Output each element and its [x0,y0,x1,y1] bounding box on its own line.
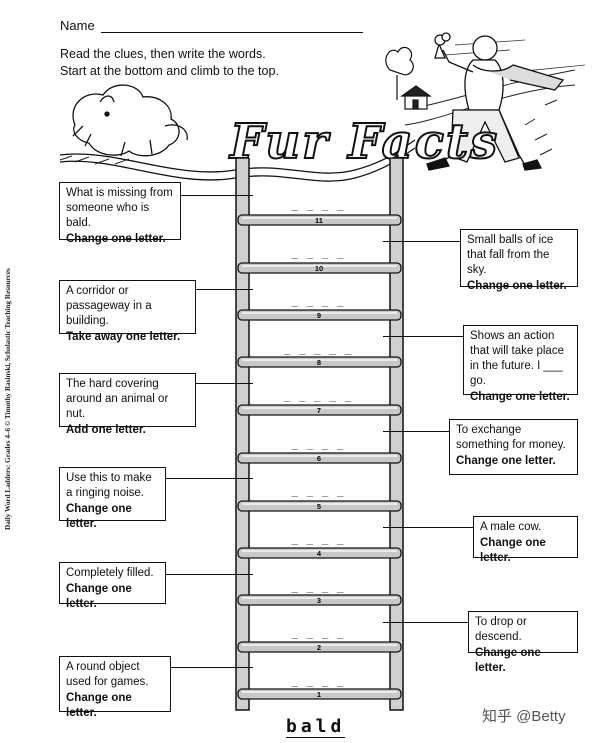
banner-illustration: Fur Facts [59,32,586,182]
leader-line [383,431,449,432]
rung-number-2: 2 [317,643,321,652]
clue-instruction: Change one letter. [66,692,132,719]
clue-instruction: Change one letter. [456,455,556,467]
clue-instruction: Change one letter. [470,391,570,403]
instruction-line-1: Read the clues, then write the words. [60,47,266,61]
clue-instruction: Change one letter. [66,233,166,245]
clue-instruction: Add one letter. [66,424,146,436]
clue-instruction: Change one letter. [467,280,567,292]
rung-number-1: 1 [317,690,321,699]
man-with-ice-cream-icon [426,32,565,171]
tree-icon [385,46,414,100]
leader-line [166,574,253,575]
clue-text: What is missing from someone who is bald… [66,187,173,229]
start-word: bald [286,716,346,738]
banner-title: Fur Facts [228,114,499,170]
answer-blank-1[interactable]: _ _ _ _ [291,674,345,687]
clue-box-3: Completely filled. Change one letter. [59,562,166,610]
answer-blank-5[interactable]: _ _ _ _ [291,484,345,497]
clue-text: A corridor or passageway in a building. [66,285,152,327]
clue-instruction: Take away one letter. [66,331,181,343]
rung-number-7: 7 [317,406,321,415]
leader-line [383,527,473,528]
rung-number-4: 4 [317,549,322,558]
answer-blank-9[interactable]: _ _ _ _ [291,294,345,307]
ribbon-icon [59,139,416,174]
answer-blank-3[interactable]: _ _ _ _ [291,580,345,593]
name-label: Name [60,18,95,33]
answer-blank-2[interactable]: _ _ _ _ [291,626,345,639]
clue-text: To drop or descend. [475,616,527,643]
clue-text: A round object used for games. [66,661,149,688]
answer-blank-8[interactable]: _ _ _ _ _ [283,342,353,355]
watermark: 知乎 @Betty [482,708,566,725]
rung-number-8: 8 [317,358,321,367]
answer-blank-11[interactable]: _ _ _ _ [291,198,345,211]
clue-text: Use this to make a ringing noise. [66,472,152,499]
copyright-credit: Daily Word Ladders: Grades 4–6 © Timothy… [4,268,12,530]
rung-number-5: 5 [317,502,321,511]
word-ladder: 1 2 3 4 5 6 7 8 9 10 11 [235,158,404,711]
answer-blank-7[interactable]: _ _ _ _ _ [283,389,353,402]
instructions: Read the clues, then write the words. St… [60,46,279,80]
clue-box-1: A round object used for games. Change on… [59,656,171,719]
rung-number-9: 9 [317,311,321,320]
rung-number-10: 10 [315,264,323,273]
leader-line [196,383,253,384]
clue-instruction: Change one letter. [66,583,132,610]
answer-blank-10[interactable]: _ _ _ _ [291,246,345,259]
clue-instruction: Change one letter. [66,503,132,530]
clue-instruction: Change one letter. [475,647,541,674]
rung-number-6: 6 [317,454,321,463]
clue-box-11: What is missing from someone who is bald… [59,182,181,245]
name-field[interactable]: Name [60,18,363,33]
clue-box-9: A corridor or passageway in a building. … [59,280,196,343]
clue-text: Shows an action that will take place in … [470,330,564,387]
clue-instruction: Change one letter. [480,537,546,564]
instruction-line-2: Start at the bottom and climb to the top… [60,64,279,78]
clue-text: A male cow. [480,521,542,533]
rung-number-11: 11 [315,216,323,225]
clue-box-2: To drop or descend. Change one letter. [468,611,578,674]
clue-box-5: Use this to make a ringing noise. Change… [59,467,166,530]
leader-line [196,289,253,290]
answer-blank-4[interactable]: _ _ _ _ [291,532,345,545]
clue-box-4: A male cow. Change one letter. [473,516,578,564]
leader-line [383,241,460,242]
answer-blank-6[interactable]: _ _ _ _ [291,437,345,450]
leader-line [181,195,253,196]
clue-text: The hard covering around an animal or nu… [66,378,169,420]
ladder-right-rail [389,158,404,711]
clue-box-10: Small balls of ice that fall from the sk… [460,229,578,292]
shaggy-dog-icon [72,84,188,157]
leader-line [166,478,253,479]
ladder-left-rail [235,158,250,711]
house-icon [400,85,432,110]
leader-line [383,622,468,623]
clue-box-8: Shows an action that will take place in … [463,325,578,403]
leader-line [171,667,253,668]
clue-box-7: The hard covering around an animal or nu… [59,373,196,436]
clue-text: Small balls of ice that fall from the sk… [467,234,554,276]
clue-box-6: To exchange something for money. Change … [449,419,578,475]
name-line[interactable] [100,20,363,33]
leader-line [383,336,463,337]
clue-text: Completely filled. [66,567,154,579]
rung-number-3: 3 [317,596,321,605]
clue-text: To exchange something for money. [456,424,566,451]
